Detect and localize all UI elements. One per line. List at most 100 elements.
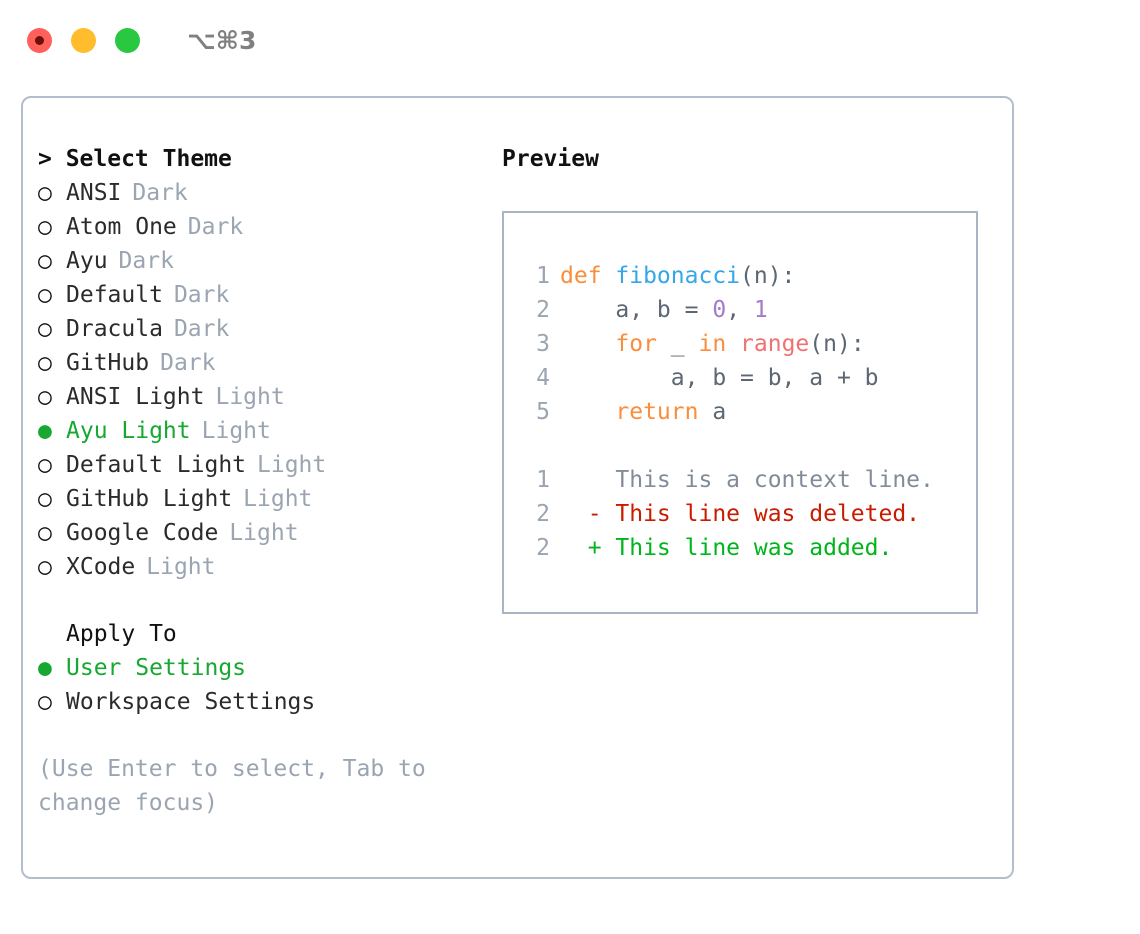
theme-name-label: Default <box>66 282 163 308</box>
preview-header: Preview <box>502 146 599 172</box>
theme-name-label: ANSI Light <box>66 384 205 410</box>
theme-name-label: GitHub Light <box>66 486 233 512</box>
apply-to-option-user-settings[interactable]: ● User Settings <box>38 651 488 685</box>
theme-name-label: ANSI <box>66 180 122 206</box>
theme-variant-tag: Dark <box>132 180 188 206</box>
code-text: return a <box>615 399 727 425</box>
apply-to-list: ● User Settings ○ Workspace Settings <box>38 651 488 719</box>
theme-variant-tag: Dark <box>173 316 230 342</box>
theme-variant-tag: Light <box>229 520 299 546</box>
code-line: 4 a, b = b, a + b <box>504 361 976 395</box>
theme-name-label: XCode <box>66 554 136 580</box>
keyboard-shortcut-label: ⌥⌘3 <box>187 25 257 55</box>
line-number: 4 <box>536 365 550 391</box>
apply-to-option-workspace-settings[interactable]: ○ Workspace Settings <box>38 685 488 719</box>
radio-unselected-icon: ○ <box>38 214 52 240</box>
diff-text: This line was added. <box>601 535 893 561</box>
theme-name-label: Ayu <box>66 248 108 274</box>
radio-selected-icon: ● <box>38 655 52 681</box>
theme-option-ayu[interactable]: ○ Ayu Dark <box>38 244 488 278</box>
theme-option-github-light[interactable]: ○ GitHub Light Light <box>38 482 488 516</box>
code-line: 5 return a <box>504 395 976 429</box>
radio-unselected-icon: ○ <box>38 180 52 206</box>
code-line: 2 a, b = 0, 1 <box>504 293 976 327</box>
diff-line-context: 1 This is a context line. <box>504 463 976 497</box>
radio-unselected-icon: ○ <box>38 384 52 410</box>
diff-marker <box>560 463 602 497</box>
theme-variant-tag: Dark <box>187 214 244 240</box>
theme-option-ansi-light[interactable]: ○ ANSI Light Light <box>38 380 488 414</box>
theme-option-dracula[interactable]: ○ Dracula Dark <box>38 312 488 346</box>
apply-to-section: Apply To ● User Settings ○ Workspace Settin… <box>38 617 488 719</box>
theme-name-label: Ayu Light <box>66 418 191 444</box>
code-text: a, b = b, a + b <box>560 365 879 391</box>
radio-unselected-icon: ○ <box>38 689 52 715</box>
line-number: 2 <box>536 535 550 561</box>
theme-option-default[interactable]: ○ Default Dark <box>38 278 488 312</box>
theme-option-atom-one[interactable]: ○ Atom One Dark <box>38 210 488 244</box>
theme-option-ansi[interactable]: ○ ANSI Dark <box>38 176 488 210</box>
title-bar: ⌥⌘3 <box>0 0 1140 80</box>
close-button[interactable] <box>27 27 52 53</box>
theme-variant-tag: Light <box>243 486 313 512</box>
theme-option-github[interactable]: ○ GitHub Dark <box>38 346 488 380</box>
radio-unselected-icon: ○ <box>38 282 52 308</box>
theme-variant-tag: Dark <box>160 350 216 376</box>
line-number: 5 <box>536 399 550 425</box>
radio-unselected-icon: ○ <box>38 452 52 478</box>
line-number: 2 <box>536 297 550 323</box>
diff-line-deleted: 2 - This line was deleted. <box>504 497 976 531</box>
theme-name-label: GitHub <box>66 350 150 376</box>
theme-variant-tag: Dark <box>173 282 230 308</box>
theme-variant-tag: Light <box>201 418 271 444</box>
apply-to-label: Workspace Settings <box>66 689 316 715</box>
radio-unselected-icon: ○ <box>38 350 52 376</box>
code-text: for _ in range(n): <box>615 331 865 357</box>
diff-sample: 1 This is a context line.2 - This line w… <box>504 463 976 565</box>
theme-name-label: Dracula <box>66 316 163 342</box>
theme-variant-tag: Light <box>146 554 216 580</box>
select-theme-header: > Select Theme <box>38 146 232 172</box>
radio-unselected-icon: ○ <box>38 248 52 274</box>
window-controls <box>27 27 140 53</box>
diff-text: This line was deleted. <box>601 501 921 527</box>
code-line: 3 for _ in range(n): <box>504 327 976 361</box>
keyboard-hint-text: (Use Enter to select, Tab to change focu… <box>38 756 426 816</box>
radio-unselected-icon: ○ <box>38 316 52 342</box>
diff-line-added: 2 + This line was added. <box>504 531 976 565</box>
code-text: a, b = 0, 1 <box>560 297 768 323</box>
diff-marker: - <box>560 501 602 527</box>
radio-unselected-icon: ○ <box>38 486 52 512</box>
radio-selected-icon: ● <box>38 418 52 444</box>
theme-variant-tag: Dark <box>118 248 174 274</box>
code-text: def fibonacci(n): <box>560 263 796 289</box>
diff-marker: + <box>560 535 602 561</box>
line-number: 1 <box>536 263 550 289</box>
line-number: 1 <box>536 467 550 493</box>
preview-spacer <box>504 429 976 463</box>
theme-variant-tag: Light <box>215 384 285 410</box>
theme-option-xcode[interactable]: ○ XCode Light <box>38 550 488 584</box>
theme-option-ayu-light[interactable]: ● Ayu Light Light <box>38 414 488 448</box>
radio-unselected-icon: ○ <box>38 520 52 546</box>
maximize-button[interactable] <box>115 27 140 53</box>
apply-to-label: User Settings <box>66 655 247 681</box>
diff-text: This is a context line. <box>601 467 934 493</box>
apply-to-header: Apply To <box>66 621 177 647</box>
minimize-button[interactable] <box>71 27 96 53</box>
theme-name-label: Atom One <box>66 214 177 240</box>
theme-name-label: Default Light <box>66 452 247 478</box>
line-number: 3 <box>536 331 550 357</box>
code-line: 1 def fibonacci(n): <box>504 259 976 293</box>
line-number: 2 <box>536 501 550 527</box>
radio-unselected-icon: ○ <box>38 554 52 580</box>
